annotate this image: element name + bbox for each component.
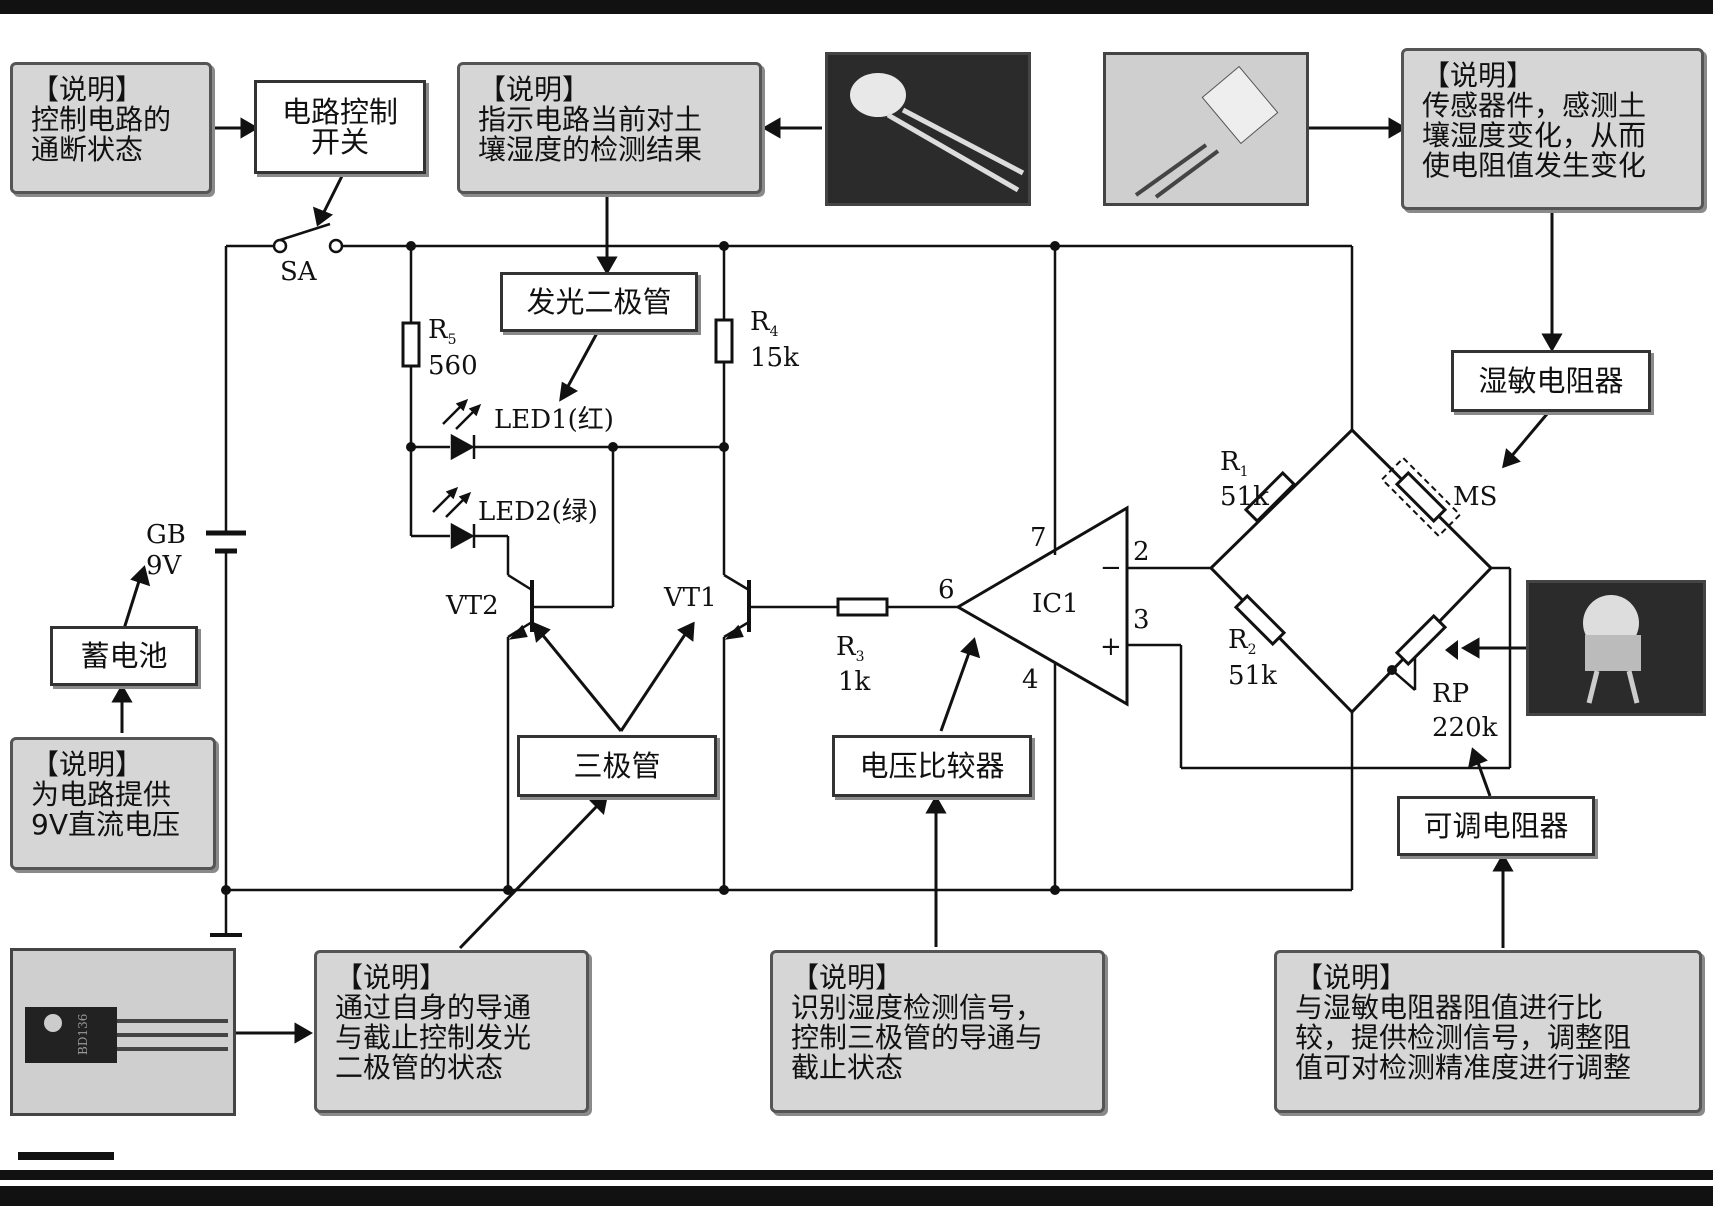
pot-note: 【说明】 与湿敏电阻器阻值进行比 较，提供检测信号，调整阻 值可对检测精准度进行…	[1274, 950, 1702, 1113]
led-photo-icon	[850, 73, 1025, 193]
switch-note-heading: 【说明】	[31, 73, 144, 106]
switch-label: 电路控制 开关	[254, 80, 426, 174]
comparator-label: 电压比较器	[832, 735, 1032, 797]
r2-sub: 2	[1248, 642, 1257, 658]
battery-label: 蓄电池	[50, 626, 198, 686]
r3-sub: 3	[856, 649, 865, 665]
led-note-heading: 【说明】	[478, 73, 591, 106]
transistor-photo-icon: BD136	[25, 1007, 228, 1063]
rp-value: 220k	[1432, 713, 1498, 743]
r2-label: R	[1228, 625, 1249, 655]
r1-sub: 1	[1240, 464, 1249, 480]
led-photo	[825, 52, 1031, 206]
transistor-note-heading: 【说明】	[335, 961, 448, 994]
bottom-bar	[0, 1170, 1713, 1180]
sensor-note: 【说明】 传感器件，感测土 壤湿度变化，从而 使电阻值发生变化	[1401, 48, 1704, 210]
humidity-sensor-photo	[1103, 52, 1309, 206]
r4-value: 15k	[750, 343, 799, 373]
potentiometer-photo	[1526, 580, 1706, 716]
corner-mark	[18, 1152, 114, 1160]
rp-label: RP	[1432, 679, 1469, 709]
svg-text:R2: R2	[1228, 625, 1257, 658]
transistor-label: 三极管	[517, 735, 717, 797]
minus-sign: −	[1100, 553, 1122, 583]
r3-label: R	[836, 632, 857, 662]
led-label: 发光二极管	[500, 272, 698, 332]
vt1-label: VT1	[663, 583, 717, 613]
battery-note-heading: 【说明】	[31, 748, 144, 781]
led-note: 【说明】 指示电路当前对土 壤湿度的检测结果	[457, 62, 762, 194]
humidity-resistor-label: 湿敏电阻器	[1451, 350, 1651, 412]
pot-note-heading: 【说明】	[1295, 961, 1408, 994]
r4-label: R	[750, 307, 771, 337]
top-bar	[0, 0, 1713, 14]
svg-text:R1: R1	[1220, 447, 1249, 480]
r1-label: R	[1220, 447, 1241, 477]
pin-7: 7	[1030, 523, 1047, 553]
r1-value: 51k	[1220, 482, 1269, 512]
r5-sub: 5	[448, 332, 457, 348]
r5-value: 560	[428, 351, 478, 381]
r4-sub: 4	[770, 324, 779, 340]
gb-voltage: 9V	[146, 551, 183, 581]
vt2-label: VT2	[445, 591, 499, 621]
led-note-text: 指示电路当前对土 壤湿度的检测结果	[478, 103, 703, 166]
bottom-bar-2	[0, 1186, 1713, 1206]
sensor-note-text: 传感器件，感测土 壤湿度变化，从而 使电阻值发生变化	[1422, 89, 1647, 182]
ms-label: MS	[1453, 482, 1497, 512]
pot-label: 可调电阻器	[1397, 796, 1595, 856]
r5-label: R	[428, 315, 449, 345]
transistor-note: 【说明】 通过自身的导通 与截止控制发光 二极管的状态	[314, 950, 589, 1113]
r3-value: 1k	[838, 667, 871, 697]
pin-6: 6	[938, 575, 955, 605]
sensor-note-heading: 【说明】	[1422, 59, 1535, 92]
svg-text:R4: R4	[750, 307, 779, 340]
battery-note-text: 为电路提供 9V直流电压	[31, 778, 180, 841]
comparator-note: 【说明】 识别湿度检测信号， 控制三极管的导通与 截止状态	[770, 950, 1105, 1113]
transistor-photo: BD136	[10, 948, 236, 1116]
svg-text:R3: R3	[836, 632, 865, 665]
sa-label: SA	[280, 257, 318, 287]
pin-2: 2	[1133, 537, 1150, 567]
comparator-note-text: 识别湿度检测信号， 控制三极管的导通与 截止状态	[791, 991, 1044, 1084]
sensor-photo-icon	[1134, 65, 1279, 199]
pot-photo-icon	[1583, 595, 1641, 704]
pin-3: 3	[1133, 605, 1150, 635]
ic1-label: IC1	[1032, 589, 1079, 619]
pin-4: 4	[1022, 665, 1039, 695]
switch-note: 【说明】 控制电路的 通断状态	[10, 62, 212, 194]
transistor-note-text: 通过自身的导通 与截止控制发光 二极管的状态	[335, 991, 532, 1084]
gb-label: GB	[146, 520, 186, 550]
transistor-marking: BD136	[76, 1014, 90, 1055]
plus-sign: +	[1100, 632, 1122, 662]
led1-label: LED1(红)	[494, 405, 614, 435]
battery-note: 【说明】 为电路提供 9V直流电压	[10, 737, 216, 870]
r2-value: 51k	[1228, 661, 1277, 691]
switch-note-text: 控制电路的 通断状态	[31, 103, 172, 166]
pot-note-text: 与湿敏电阻器阻值进行比 较，提供检测信号，调整阻 值可对检测精准度进行调整	[1295, 991, 1632, 1084]
svg-text:R5: R5	[428, 315, 457, 348]
comparator-note-heading: 【说明】	[791, 961, 904, 994]
led2-label: LED2(绿)	[478, 497, 598, 527]
